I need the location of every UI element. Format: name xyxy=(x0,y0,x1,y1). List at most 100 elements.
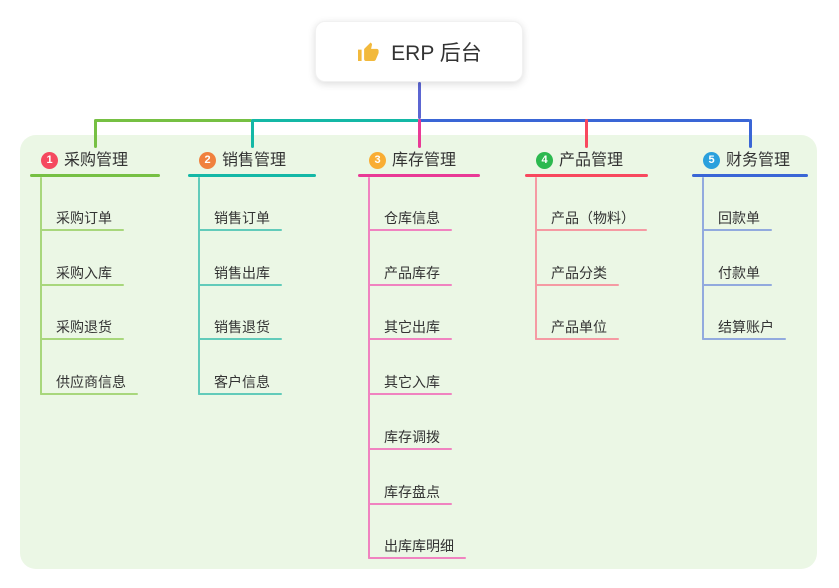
topic-underline xyxy=(368,557,466,559)
topic-label: 回款单 xyxy=(718,210,760,226)
branch-number-badge: 3 xyxy=(369,152,386,169)
topic-node[interactable]: 其它出库 xyxy=(384,317,440,337)
topic-underline xyxy=(535,338,619,340)
branch-number-badge: 5 xyxy=(703,152,720,169)
topic-underline xyxy=(535,229,647,231)
topic-node[interactable]: 销售出库 xyxy=(214,263,270,283)
topic-underline xyxy=(40,284,124,286)
topic-label: 采购退货 xyxy=(56,319,112,335)
topic-label: 产品库存 xyxy=(384,265,440,281)
topic-underline xyxy=(535,284,619,286)
connector-branch-drop xyxy=(93,119,97,148)
topic-underline xyxy=(702,284,772,286)
branch-label: 产品管理 xyxy=(559,152,624,169)
connector-bus-segment xyxy=(252,119,419,122)
topic-underline xyxy=(368,284,452,286)
branch-children-rail xyxy=(198,177,200,396)
branch-children-rail xyxy=(702,177,704,341)
topic-node[interactable]: 产品分类 xyxy=(551,263,607,283)
branches-panel xyxy=(20,135,817,569)
topic-label: 库存盘点 xyxy=(384,484,440,500)
topic-node[interactable]: 供应商信息 xyxy=(56,372,126,392)
topic-label: 采购入库 xyxy=(56,265,112,281)
branch-underline xyxy=(188,174,316,177)
topic-node[interactable]: 采购退货 xyxy=(56,317,112,337)
topic-underline xyxy=(368,338,452,340)
branch-label: 采购管理 xyxy=(64,152,129,169)
topic-label: 产品单位 xyxy=(551,319,607,335)
topic-node[interactable]: 回款单 xyxy=(718,208,760,228)
branch-1-header[interactable]: 1 采购管理 xyxy=(30,147,160,175)
topic-label: 供应商信息 xyxy=(56,374,126,390)
topic-node[interactable]: 库存调拨 xyxy=(384,427,440,447)
topic-label: 其它入库 xyxy=(384,374,440,390)
topic-node[interactable]: 产品库存 xyxy=(384,263,440,283)
branch-underline xyxy=(692,174,808,177)
root-node[interactable]: ERP 后台 xyxy=(315,21,523,82)
topic-node[interactable]: 其它入库 xyxy=(384,372,440,392)
topic-underline xyxy=(40,229,124,231)
topic-underline xyxy=(368,229,452,231)
topic-label: 产品（物料） xyxy=(551,210,635,226)
topic-node[interactable]: 库存盘点 xyxy=(384,482,440,502)
branch-number-badge: 2 xyxy=(199,152,216,169)
branch-underline xyxy=(525,174,648,177)
branch-underline xyxy=(30,174,160,177)
topic-label: 销售出库 xyxy=(214,265,270,281)
topic-node[interactable]: 产品（物料） xyxy=(551,208,635,228)
topic-label: 客户信息 xyxy=(214,374,270,390)
topic-label: 其它出库 xyxy=(384,319,440,335)
topic-node[interactable]: 销售退货 xyxy=(214,317,270,337)
topic-label: 出库库明细 xyxy=(384,538,454,554)
branch-number-badge: 4 xyxy=(536,152,553,169)
topic-node[interactable]: 仓库信息 xyxy=(384,208,440,228)
thumbs-up-icon xyxy=(356,40,380,64)
branch-number-badge: 1 xyxy=(41,152,58,169)
topic-underline xyxy=(198,284,282,286)
branch-children-rail xyxy=(535,177,537,341)
connector-branch-drop xyxy=(250,119,254,148)
topic-underline xyxy=(368,503,452,505)
topic-label: 销售订单 xyxy=(214,210,270,226)
topic-node[interactable]: 采购订单 xyxy=(56,208,112,228)
branch-children-rail xyxy=(40,177,42,396)
connector-bus-segment xyxy=(419,119,750,122)
topic-underline xyxy=(198,338,282,340)
topic-label: 库存调拨 xyxy=(384,429,440,445)
connector-root-drop xyxy=(417,82,421,119)
topic-label: 产品分类 xyxy=(551,265,607,281)
connector-branch-drop xyxy=(748,119,752,148)
topic-node[interactable]: 产品单位 xyxy=(551,317,607,337)
topic-label: 销售退货 xyxy=(214,319,270,335)
connector-branch-drop xyxy=(585,119,588,148)
topic-node[interactable]: 采购入库 xyxy=(56,263,112,283)
topic-underline xyxy=(198,229,282,231)
topic-node[interactable]: 出库库明细 xyxy=(384,536,454,556)
topic-underline xyxy=(702,338,786,340)
branch-3-header[interactable]: 3 库存管理 xyxy=(358,147,480,175)
branch-label: 库存管理 xyxy=(392,152,457,169)
connector-bus-segment xyxy=(95,119,252,122)
topic-node[interactable]: 结算账户 xyxy=(718,317,774,337)
topic-node[interactable]: 销售订单 xyxy=(214,208,270,228)
branch-4-header[interactable]: 4 产品管理 xyxy=(525,147,648,175)
branch-5-header[interactable]: 5 财务管理 xyxy=(692,147,808,175)
topic-underline xyxy=(702,229,772,231)
topic-label: 采购订单 xyxy=(56,210,112,226)
topic-underline xyxy=(368,448,452,450)
topic-underline xyxy=(40,393,138,395)
topic-label: 结算账户 xyxy=(718,319,774,335)
topic-label: 付款单 xyxy=(718,265,760,281)
topic-underline xyxy=(198,393,282,395)
branch-2-header[interactable]: 2 销售管理 xyxy=(188,147,316,175)
topic-underline xyxy=(40,338,124,340)
branch-children-rail xyxy=(368,177,370,560)
root-label: ERP 后台 xyxy=(391,41,482,65)
connector-branch-drop xyxy=(417,119,421,148)
topic-node[interactable]: 客户信息 xyxy=(214,372,270,392)
branch-label: 销售管理 xyxy=(222,152,287,169)
branch-label: 财务管理 xyxy=(726,152,791,169)
topic-node[interactable]: 付款单 xyxy=(718,263,760,283)
branch-underline xyxy=(358,174,480,177)
